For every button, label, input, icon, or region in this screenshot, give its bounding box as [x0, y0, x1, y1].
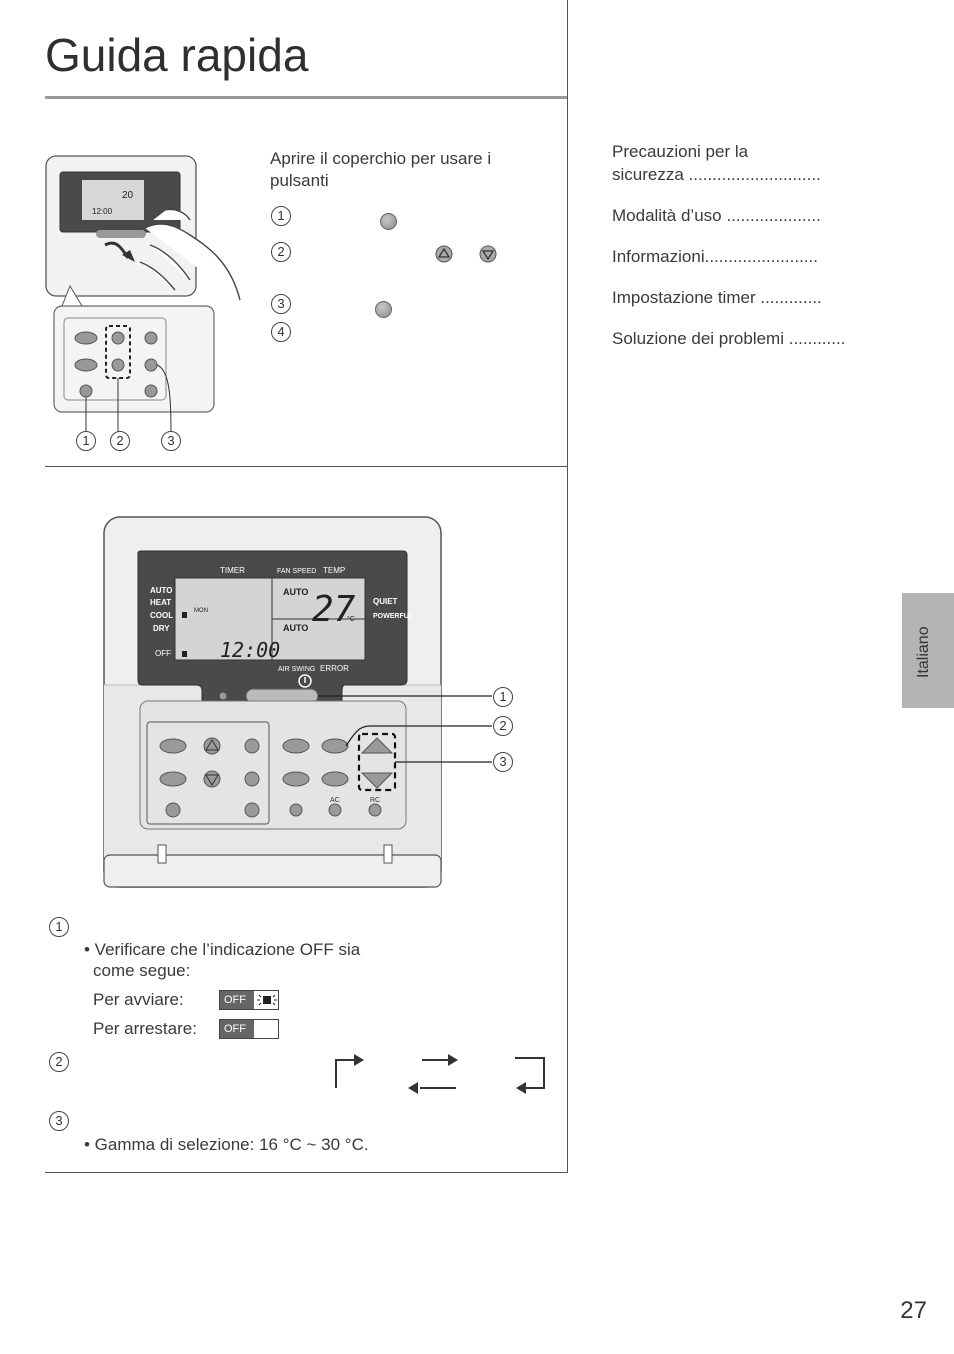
remote-opening-illustration: 12:00 20: [45, 155, 241, 433]
button-icon: [375, 301, 392, 318]
mode-label: DRY: [153, 624, 170, 633]
title-rule: [45, 96, 567, 99]
button-icon: [380, 213, 397, 230]
page-number: 27: [900, 1297, 927, 1324]
note-number-3: 3: [49, 1111, 69, 1131]
remote-callout-3: 3: [493, 752, 513, 772]
mode-label: HEAT: [150, 598, 171, 607]
off-indicator-stop: OFF: [219, 1019, 279, 1039]
lcd-day: MON: [194, 608, 208, 614]
toc-label: sicurezza: [612, 165, 684, 184]
remote-control-diagram: TIMER FAN SPEED TEMP AUTO HEAT COOL DRY …: [103, 516, 492, 888]
section-divider: [45, 466, 567, 467]
note1-bullet-cont: come segue:: [93, 961, 191, 980]
toc-label: Impostazione timer: [612, 288, 756, 307]
step-number-2: 2: [271, 242, 291, 262]
toc-label: Soluzione dei problemi: [612, 329, 784, 348]
page-title: Guida rapida: [45, 29, 309, 81]
callout-number-3: 3: [161, 431, 181, 451]
note3-bullet: • Gamma di selezione: 16 °C ~ 30 °C.: [84, 1135, 369, 1154]
off-indicator-start: OFF: [219, 990, 279, 1010]
svg-text:20: 20: [122, 190, 134, 201]
svg-text:12:00: 12:00: [92, 207, 113, 216]
lcd-quiet: QUIET: [373, 597, 398, 606]
up-down-buttons-icon: [435, 245, 497, 263]
toc-dots: ............: [788, 329, 846, 348]
step-number-1: 1: [271, 206, 291, 226]
remote-callout-1: 1: [493, 687, 513, 707]
language-tab[interactable]: Italiano: [902, 593, 954, 708]
off-label: OFF: [220, 1020, 254, 1038]
lcd-label: TEMP: [323, 566, 345, 575]
toc-label: Precauzioni per la: [612, 142, 749, 161]
column-divider: [567, 0, 568, 1173]
toc-item-troubleshooting[interactable]: Soluzione dei problemi ............: [612, 327, 845, 350]
toc-label: Informazioni: [612, 247, 705, 266]
bottom-rule: [45, 1172, 567, 1173]
toc-dots: .............: [760, 288, 822, 307]
toc-item-safety[interactable]: Precauzioni per la sicurezza ...........…: [612, 140, 821, 186]
lcd-swing-auto: AUTO: [283, 623, 308, 633]
remote-callout-2: 2: [493, 716, 513, 736]
toc-dots: ....................: [726, 206, 821, 225]
off-label: OFF: [220, 991, 254, 1009]
step-number-4: 4: [271, 322, 291, 342]
blinking-indicator-icon: [257, 994, 277, 1006]
callout-number-1: 1: [76, 431, 96, 451]
stop-label: Per arrestare:: [93, 1019, 197, 1038]
start-label: Per avviare:: [93, 990, 184, 1009]
lcd-temp-unit: °C: [347, 615, 355, 623]
language-tab-label: Italiano: [915, 626, 932, 678]
lcd-error: ERROR: [320, 664, 349, 673]
lcd-fan-auto: AUTO: [283, 587, 308, 597]
lcd-temperature: 27: [312, 589, 356, 630]
toc-item-usage[interactable]: Modalità d’uso ....................: [612, 204, 821, 227]
lcd-air-swing: AIR SWING: [278, 666, 315, 673]
mode-label: COOL: [150, 611, 173, 620]
mode-label: OFF: [155, 649, 171, 658]
button-label-ac: AC: [330, 797, 340, 804]
lcd-time: 12:00: [220, 638, 280, 662]
mode-cycle-arrows-icon: [335, 1054, 545, 1094]
note1-bullet: • Verificare che l’indicazione OFF sia: [84, 940, 361, 959]
callout-number-2: 2: [110, 431, 130, 451]
lcd-label: FAN SPEED: [277, 568, 316, 575]
toc-dots: ............................: [688, 165, 821, 184]
toc-label: Modalità d’uso: [612, 206, 722, 225]
note-number-2: 2: [49, 1052, 69, 1072]
lcd-powerful: POWERFUL: [373, 613, 414, 620]
toc-item-info[interactable]: Informazioni........................: [612, 245, 818, 268]
intro-instruction: Aprire il coperchio per usare i pulsanti: [270, 149, 492, 190]
button-label-rc: RC: [370, 797, 380, 804]
mode-label: AUTO: [150, 586, 173, 595]
toc-dots: ........................: [704, 247, 818, 266]
lcd-label: TIMER: [220, 566, 245, 575]
toc-item-timer[interactable]: Impostazione timer .............: [612, 286, 822, 309]
step-number-3: 3: [271, 294, 291, 314]
note-number-1: 1: [49, 917, 69, 937]
